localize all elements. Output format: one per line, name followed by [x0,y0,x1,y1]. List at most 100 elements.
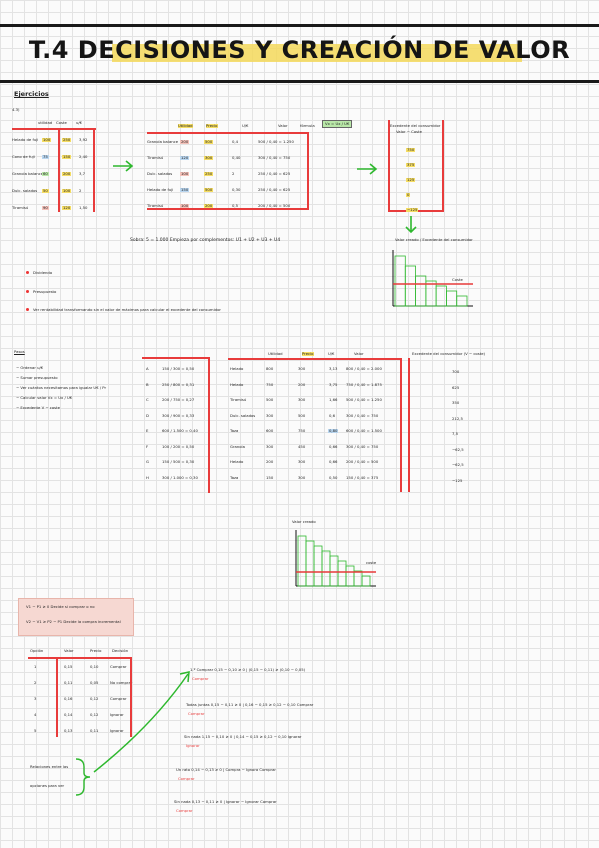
title-highlight [112,44,522,62]
row-label: Tiramisú [12,205,29,210]
decision-tag: Comprar [192,676,209,681]
bullet-text: Presupuesto [33,289,57,294]
cell: 600 [266,428,274,433]
budget-note: Sobra: 5 = 1.000 Empieza por complemento… [130,238,281,243]
cell: 0,14 [64,712,73,717]
row-index: 5 [34,728,37,733]
cell: Comprar [110,696,127,701]
ratio-value: 250 / 800 = 0,31 [162,381,195,387]
cell: 300 / 0,40 = 750 [346,412,379,418]
cell: Ignorar [110,728,124,733]
cell: 0,4 [232,139,239,144]
row-label: Dulc. salados [12,188,38,193]
column-header: U/€ [328,351,335,356]
brace-icon [75,758,91,796]
ratio-value: 150 / 300 = 0,50 [162,366,195,371]
table-divider [58,128,60,212]
cell: 750 / 0,40 = 1.875 [346,381,382,387]
cell: 0,15 [64,664,73,669]
surplus-value: 375 [406,162,416,167]
cell: 500 / 0,40 = 1.250 [258,139,294,144]
ratio-value: 150 / 500 = 0,30 [162,459,195,464]
cell: 1,50 [79,205,88,210]
cell: 0,6 [329,412,336,418]
column-header: Coste [56,120,67,125]
cell: 150 [180,187,190,192]
cell: 2 [232,171,235,176]
cell: 120 [62,205,72,210]
cell: 0,12 [90,696,99,701]
cell: 250 / 0,40 = 625 [258,171,291,176]
cell: 500 [204,139,214,144]
cell: 150 / 0,40 = 375 [346,474,379,480]
cell: 0,05 [90,680,99,685]
cell: 2,40 [79,154,88,159]
row-label: Taza [230,474,239,480]
cell: 200 / 0,40 = 500 [258,203,291,208]
chart-axis-label: coste [366,560,377,565]
cell: 300 [298,366,306,371]
cell: 200 [204,203,214,208]
column-header: fórmula [300,123,315,128]
cell: 3,7 [79,171,86,176]
equation-line: Un rato 0,14 − 0,13 ≥ 0 | Compra − Ignor… [176,767,276,772]
cell: 0,80 [328,428,339,433]
column-header: Precio [302,351,314,356]
small-table [10,120,110,215]
ratio-value: 200 / 750 = 0,27 [162,397,195,402]
row-label: Granola balance [12,171,44,176]
surplus-subheader: Valor − Coste [396,129,422,134]
bullet-dot [26,271,29,274]
chart-axis-label: Coste [452,277,463,282]
cell: 0,11 [64,680,73,685]
ratio-value: 300 / 1.000 = 0,30 [162,474,198,480]
surplus-value: 750 [406,147,416,152]
cell: 50 [42,188,49,193]
row-letter: A [146,366,149,371]
column-header: Opción [30,648,44,653]
row-letter: H [146,474,149,480]
equation-line: 1.º Comprar 0,15 − 0,10 ≥ 0 | (0,15 − 0,… [190,667,306,672]
cell: 300 / 0,40 = 750 [346,443,379,449]
decision-tag: Ignorar [186,743,200,748]
cell: 300 [266,412,274,418]
column-header: Precio [206,123,218,128]
surplus-value: −125 [452,477,463,483]
bullet-text: Ver rentabilidad transformando sin el va… [33,307,221,312]
surplus-value: 7,5 [452,431,459,436]
row-label: Dulc. salados [147,171,173,176]
value-step [321,550,331,587]
arrow-right-icon [357,163,378,175]
rule-box [18,598,134,636]
column-header: utilidad [38,120,53,125]
cell: 200 [298,381,306,387]
cell: 450 [298,443,306,449]
cell: 500 [298,412,306,418]
cell: 120 [180,155,190,160]
column-header: Utilidad [268,351,283,356]
value-step [337,560,347,587]
table-rule [147,208,309,210]
row-label: Cono de fuji [12,154,35,159]
row-letter: C [146,397,149,402]
rule-line: V2 − V1 ≥ P2 − P1 Decide la compra incre… [26,619,121,624]
cell: 2 [79,188,82,193]
bullet-text: Dividendo [33,270,53,275]
value-step [345,565,355,587]
row-index: 3 [34,696,37,701]
bullet-dot [26,308,29,311]
cell: 0,12 [90,712,99,717]
cell: 500 / 0,40 = 1.250 [346,397,382,402]
cell: 250 [62,137,72,142]
cell: 100 [180,203,190,208]
column-header: Valor [354,351,364,356]
formula-box: Vx = Ux / U€ [322,120,353,128]
ratio-value: 100 / 200 = 0,50 [162,443,195,449]
cell: 0,11 [90,728,99,733]
surplus-caption: Valor creado / Excedente del consumidor [395,237,473,242]
cell: 300 [298,397,306,402]
cell: 60 [42,171,49,176]
table-divider [307,132,309,210]
value-step [425,280,437,307]
cell: 750 [298,428,306,433]
